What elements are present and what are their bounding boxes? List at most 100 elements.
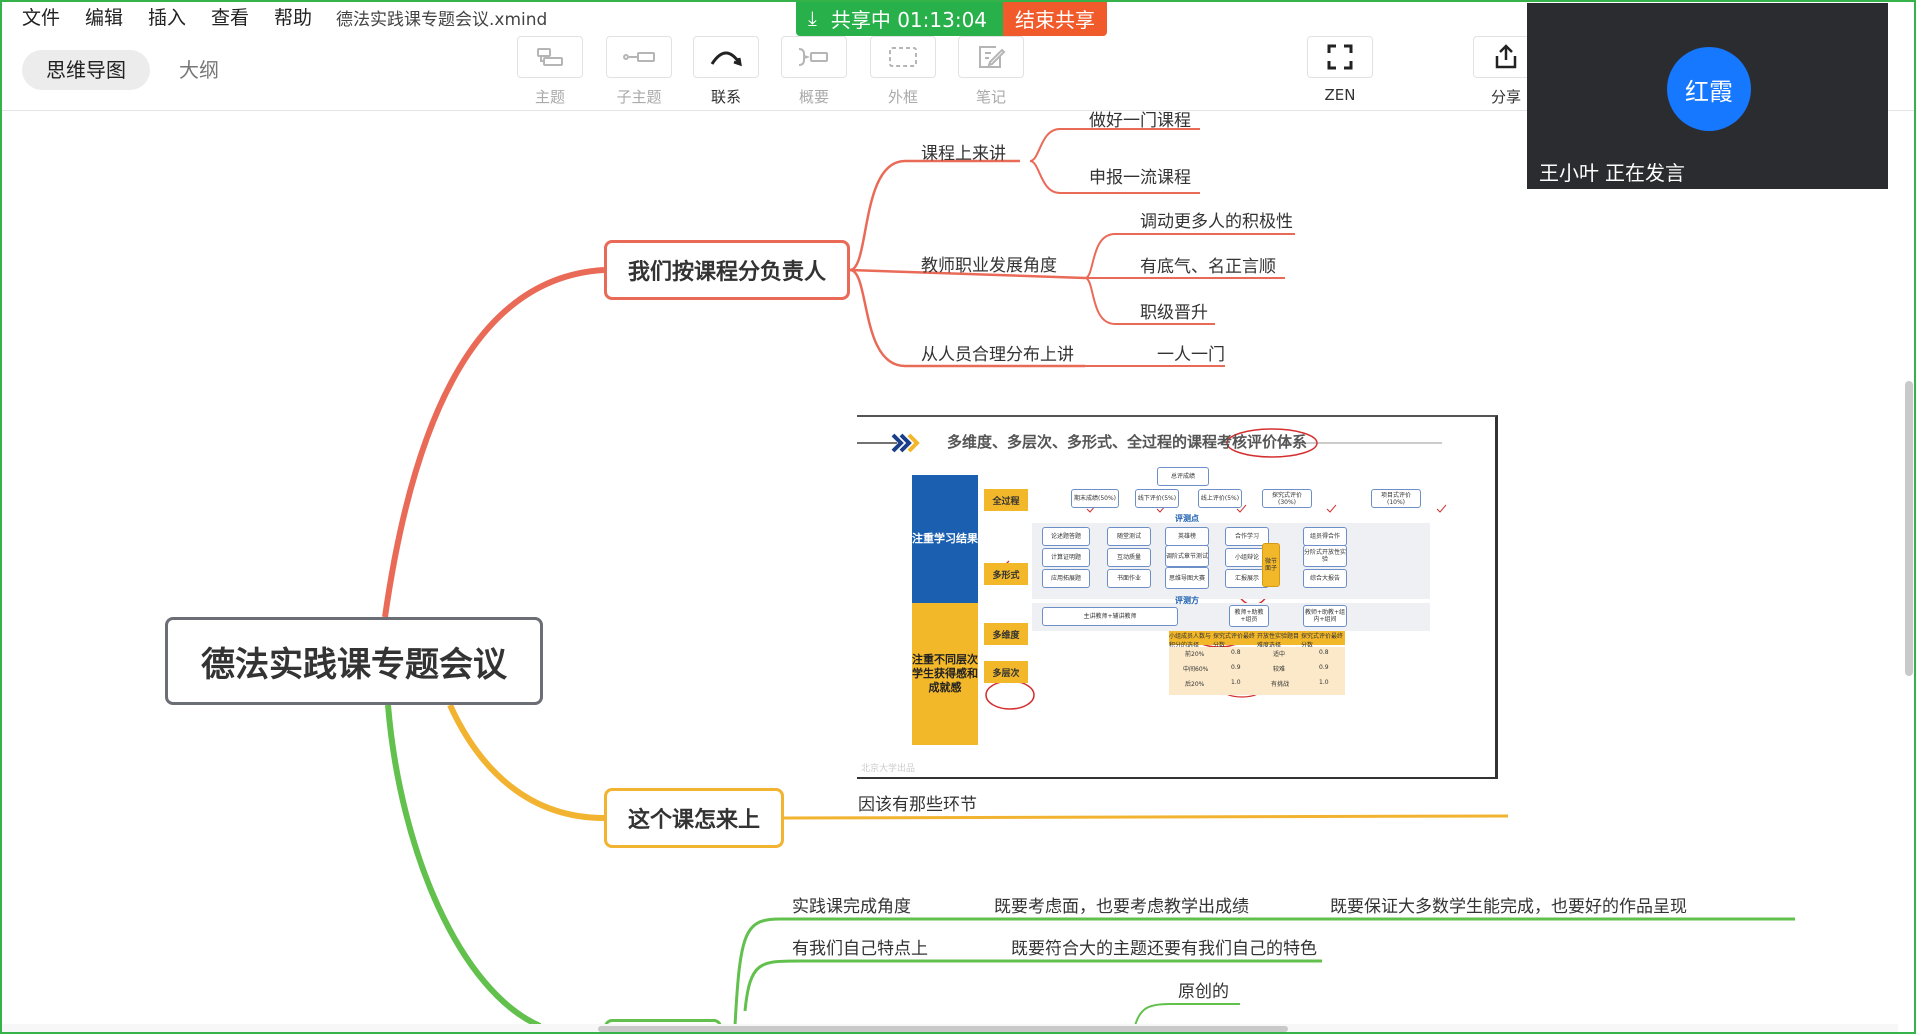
slide-table-head: 开放性实验题目难度选择	[1257, 631, 1301, 649]
share-status[interactable]: ⤓ 共享中 01:13:04	[796, 0, 1004, 36]
connector-3b	[743, 959, 1322, 1012]
tab-mindmap[interactable]: 思维导图	[22, 50, 150, 90]
note-icon	[979, 46, 1006, 68]
central-topic[interactable]: 德法实践课专题会议	[165, 617, 543, 705]
slide-row2-box: 合作学习	[1225, 527, 1269, 546]
slide-yellow-block: 注重不同层次学生获得感和成就感	[912, 603, 978, 745]
subtopic-steps[interactable]: 因该有那些环节	[858, 795, 977, 815]
slide-table-cell: 0.9	[1319, 664, 1329, 671]
subtopic-feature-1[interactable]: 既要符合大的主题还要有我们自己的特色	[1011, 939, 1317, 959]
connector-branch2	[447, 703, 605, 821]
embedded-slide-image[interactable]: 多维度、多层次、多形式、全过程的课程考核评价体系 注重学习结果 注重不同层次学生…	[857, 415, 1498, 779]
menu-edit[interactable]: 编辑	[85, 7, 124, 29]
connector-3c	[1134, 1003, 1240, 1026]
share-icon	[1495, 44, 1517, 69]
slide-row4-box: 应用拓展题	[1042, 569, 1090, 588]
vertical-scrollbar[interactable]	[1898, 111, 1916, 1026]
slide-tag-level: 多层次	[984, 661, 1028, 683]
connector-1b1	[1084, 233, 1295, 279]
relation-icon	[710, 51, 742, 67]
subtopic-course-1[interactable]: 做好一门课程	[1089, 111, 1191, 131]
slide-tag-form: 多形式	[984, 563, 1028, 585]
topic-button[interactable]: 主题	[514, 36, 586, 107]
horizontal-scroll-thumb[interactable]	[598, 1026, 1288, 1032]
vertical-scroll-thumb[interactable]	[1905, 381, 1913, 676]
participant-avatar: 红霞	[1667, 47, 1751, 131]
subtopic-practice-2[interactable]: 既要保证大多数学生能完成，也要好的作品呈现	[1330, 897, 1687, 917]
connector-3-main	[733, 917, 1795, 1026]
topic-course-owner[interactable]: 我们按课程分负责人	[604, 240, 850, 300]
subtopic-practice[interactable]: 实践课完成角度	[792, 897, 911, 917]
slide-row1-box: 项目式评价(10%)	[1371, 489, 1421, 508]
slide-row5-box: 教师+助教+组员	[1229, 605, 1269, 627]
subtopic-practice-1[interactable]: 既要考虑面，也要考虑教学出成绩	[994, 897, 1249, 917]
menu-help[interactable]: 帮助	[274, 7, 313, 29]
speaker-indicator: 王小叶正在发言	[1539, 157, 1691, 186]
slide-row4-box: 书面作业	[1107, 569, 1151, 588]
menu-view[interactable]: 查看	[211, 7, 250, 29]
slide-table-head: 小组成员人数与积分的选择	[1169, 631, 1213, 649]
subtopic-career-3[interactable]: 职级晋升	[1140, 303, 1208, 323]
subtopic-career[interactable]: 教师职业发展角度	[921, 256, 1057, 276]
subtopic-career-1[interactable]: 调动更多人的积极性	[1140, 212, 1293, 232]
download-icon: ⤓	[808, 6, 817, 30]
horizontal-scrollbar[interactable]	[0, 1024, 1898, 1034]
slide-row2-box: 论述题答题	[1042, 527, 1090, 546]
topic-icon	[537, 48, 563, 66]
slide-table-cell: 0.8	[1319, 649, 1329, 656]
slide-row3-box: 分阶式开放性实验	[1303, 545, 1347, 567]
note-button[interactable]: 笔记	[955, 36, 1027, 107]
slide-table-body-bg	[1169, 647, 1345, 695]
slide-tag-dimension: 多维度	[984, 623, 1028, 645]
speaker-status: 正在发言	[1605, 161, 1685, 185]
slide-table-cell: 0.9	[1231, 664, 1241, 671]
slide-row3-box: 互动质量	[1107, 548, 1151, 567]
connector-branch3	[385, 704, 542, 1026]
tab-outline[interactable]: 大纲	[179, 58, 219, 82]
subtopic-staffing[interactable]: 从人员合理分布上讲	[921, 345, 1074, 365]
slide-total-box: 总评成绩	[1157, 467, 1209, 486]
end-share-button[interactable]: 结束共享	[1003, 0, 1108, 36]
slide-score-table: 小组成员人数与积分的选择 探究式评价最终分数 开放性实验题目难度选择 探究式评价…	[1169, 631, 1345, 695]
mindmap-canvas[interactable]: 德法实践课专题会议 我们按课程分负责人 这个课怎来上 课程上来讲 做好一门课程 …	[0, 111, 1900, 1026]
connector-1c	[849, 268, 1085, 368]
slide-table-cell: 前20%	[1185, 651, 1205, 658]
video-panel[interactable]: 红霞 王小叶正在发言	[1527, 3, 1888, 189]
slide-table-head: 探究式评价最终分数	[1213, 631, 1257, 649]
subtopic-course-2[interactable]: 申报一流课程	[1089, 168, 1191, 188]
subtopic-feature[interactable]: 有我们自己特点上	[792, 939, 928, 959]
connector-1a	[849, 159, 1020, 272]
subtopic-button[interactable]: 子主题	[603, 36, 675, 107]
menu-file[interactable]: 文件	[22, 7, 61, 29]
slide-row2-box: 随堂测试	[1107, 527, 1151, 546]
slide-table-cell: 0.8	[1231, 649, 1241, 656]
slide-table-cell: 1.0	[1231, 679, 1241, 686]
slide-row1-box: 线上评价(5%)	[1198, 489, 1242, 508]
summary-button[interactable]: 概要	[778, 36, 850, 107]
connector-1b3	[1084, 277, 1215, 325]
relation-button[interactable]: 联系	[690, 36, 762, 107]
slide-table-cell: 后20%	[1185, 681, 1205, 688]
topic-how-to-teach[interactable]: 这个课怎来上	[604, 788, 784, 848]
slide-row5-box: 教师+助教+组内+组间	[1303, 605, 1347, 627]
slide-row5-box: 主讲教师+辅讲教师	[1042, 607, 1178, 626]
slide-row2-box: 组员得合作	[1303, 527, 1347, 546]
slide-row4-box: 综合大报告	[1303, 569, 1347, 588]
connector-2a	[783, 814, 1509, 820]
subtopic-original[interactable]: 原创的	[1178, 982, 1229, 1002]
slide-label-parties: 评测方	[1175, 596, 1199, 605]
subtopic-staffing-1[interactable]: 一人一门	[1157, 345, 1225, 365]
slide-table-cell: 适中	[1273, 651, 1286, 658]
subtopic-career-2[interactable]: 有底气、名正言顺	[1140, 257, 1276, 277]
boundary-button[interactable]: 外框	[867, 36, 939, 107]
slide-table-head: 探究式评价最终分数	[1301, 631, 1345, 649]
slide-table-cell: 中间60%	[1183, 666, 1209, 673]
subtopic-course[interactable]: 课程上来讲	[921, 144, 1006, 164]
slide-watermark: 北京大学出品	[861, 764, 916, 774]
zen-button[interactable]: ZEN	[1304, 36, 1376, 104]
menu-insert[interactable]: 插入	[148, 7, 187, 29]
connector-1b	[849, 268, 1086, 280]
document-title: 德法实践课专题会议.xmind	[336, 10, 548, 30]
slide-label-points: 评测点	[1175, 514, 1199, 523]
topic-branch3[interactable]	[604, 1019, 722, 1026]
